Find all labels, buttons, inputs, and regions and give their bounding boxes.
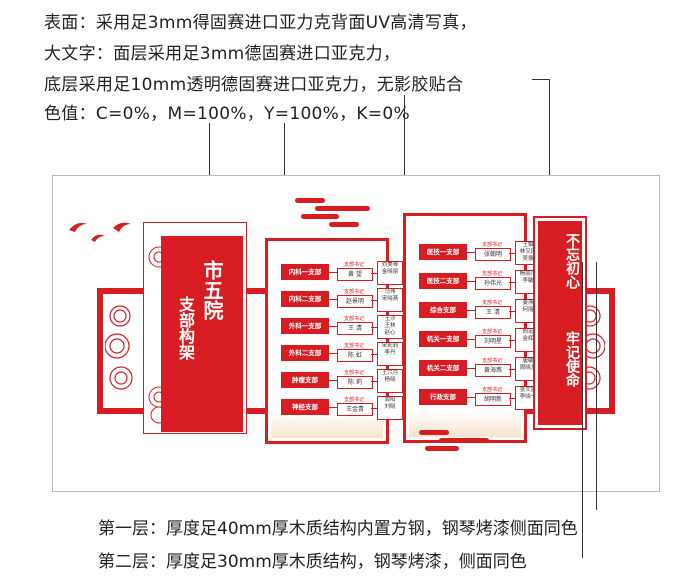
connector-line — [509, 282, 515, 283]
leader-line-right-h — [532, 79, 550, 80]
connector-line — [329, 407, 337, 408]
secretary-label: 支部书记 — [343, 343, 364, 349]
secretary-name: 胡明新 — [475, 393, 511, 406]
secretary-name: 孙伟光 — [475, 277, 511, 290]
cloud-pattern-left — [105, 305, 133, 390]
connector-line — [329, 380, 337, 381]
dept-label: 机关一支部 — [419, 331, 467, 347]
dept-label: 神经支部 — [281, 399, 329, 415]
right-panel-rows: 医技一支部支部书记张翰明王娟 林又琛 吴振医技二支部支部书记孙伟光杨丽萍 李敏综… — [411, 241, 541, 424]
leader-line-right-v — [549, 79, 550, 219]
middle-panel-landscape — [271, 412, 383, 438]
board-title: 市五院 — [200, 260, 224, 320]
secretary-name: 王 清 — [475, 306, 511, 319]
member-names: 宋莉莉 李丹 — [377, 342, 403, 366]
spec-color-value: 色值：C=0%，M=100%，Y=100%，K=0% — [44, 104, 410, 124]
dept-label: 医技一支部 — [419, 244, 467, 260]
dept-label: 内科一支部 — [281, 264, 329, 280]
member-names: 马伟 宋晓燕 — [377, 288, 403, 312]
secretary-name: 陈 莉 — [337, 376, 373, 389]
secretary-label: 支部书记 — [481, 242, 502, 248]
member-names: 王六月 杨晓 — [377, 369, 403, 393]
connector-line — [467, 368, 475, 369]
leader-line-layer2 — [582, 262, 583, 558]
secretary-label: 支部书记 — [481, 358, 502, 364]
secretary-name: 王金青 — [337, 403, 373, 416]
connector-line — [371, 354, 377, 355]
secretary-label: 支部书记 — [343, 316, 364, 322]
secretary-name: 张翰明 — [475, 248, 511, 261]
note-layer2: 第二层：厚度足30mm厚木质结构，钢琴烤漆，侧面同色 — [98, 552, 527, 572]
secretary-label: 支部书记 — [481, 271, 502, 277]
birds-icon — [69, 222, 131, 242]
spec-bottom-layer: 底层采用足10mm透明德固赛进口亚克力，无影胶贴合 — [44, 75, 464, 95]
dept-label: 综合支部 — [419, 302, 467, 318]
dept-label: 机关二支部 — [419, 360, 467, 376]
slogan-right: 牢记使命 — [564, 331, 580, 387]
connector-line — [509, 311, 515, 312]
leader-line-surface — [209, 123, 210, 225]
connector-line — [509, 398, 515, 399]
connector-line — [509, 369, 515, 370]
connector-line — [329, 326, 337, 327]
connector-line — [371, 381, 377, 382]
member-names: 王沙 王林 赵心 — [377, 315, 403, 339]
dept-label: 行政支部 — [419, 389, 467, 405]
connector-line — [329, 353, 337, 354]
leader-line-bottom — [404, 95, 405, 245]
leader-line-layer1 — [596, 262, 597, 510]
slogan-left: 不忘初心 — [564, 233, 580, 289]
secretary-name: 王 清 — [337, 322, 373, 335]
dept-label: 肿瘤支部 — [281, 372, 329, 388]
dept-label: 医技二支部 — [419, 273, 467, 289]
wall-area: 市五院 支部构架 内科一支部支部书记黄 望刘美琴 金晓丽内科二支部支部书记赵景明… — [52, 175, 660, 492]
cloud-decoration-bottom — [419, 430, 489, 451]
connector-line — [509, 340, 515, 341]
connector-line — [371, 327, 377, 328]
dept-label: 外科一支部 — [281, 318, 329, 334]
middle-panel-rows: 内科一支部支部书记黄 望刘美琴 金晓丽内科二支部支部书记赵景明马伟 宋晓燕外科一… — [273, 261, 403, 434]
connector-line — [467, 310, 475, 311]
dept-label: 内科二支部 — [281, 291, 329, 307]
connector-line — [467, 281, 475, 282]
secretary-label: 支部书记 — [481, 329, 502, 335]
left-end-cap — [97, 288, 103, 414]
secretary-label: 支部书记 — [343, 370, 364, 376]
connector-line — [329, 299, 337, 300]
member-names: 周阳 刘晓 — [377, 396, 403, 420]
spec-big-text: 大文字：面层采用足3mm德固赛进口亚克力， — [44, 44, 401, 64]
secretary-name: 陈 虹 — [337, 349, 373, 362]
secretary-label: 支部书记 — [481, 300, 502, 306]
connector-line — [467, 339, 475, 340]
connector-line — [371, 300, 377, 301]
dept-label: 外科二支部 — [281, 345, 329, 361]
connector-line — [509, 253, 515, 254]
spec-surface: 表面：采用足3mm得固赛进口亚力克背面UV高清写真， — [44, 13, 477, 33]
connector-line — [371, 273, 377, 274]
slogan-board: 不忘初心 牢记使命 — [533, 216, 587, 430]
right-end-cap — [609, 288, 615, 414]
secretary-name: 黄海燕 — [475, 364, 511, 377]
note-layer1: 第一层：厚度足40mm厚木质结构内置方钢，钢琴烤漆侧面同色 — [98, 519, 578, 539]
secretary-name: 刘明星 — [475, 335, 511, 348]
connector-line — [467, 252, 475, 253]
secretary-name: 黄 望 — [337, 268, 373, 281]
board-subtitle: 支部构架 — [176, 296, 195, 360]
connector-line — [467, 397, 475, 398]
secretary-label: 支部书记 — [343, 262, 364, 268]
secretary-label: 支部书记 — [481, 387, 502, 393]
connector-line — [329, 272, 337, 273]
left-board: 市五院 支部构架 — [161, 236, 243, 432]
member-names: 刘美琴 金晓丽 — [377, 261, 403, 285]
secretary-label: 支部书记 — [343, 397, 364, 403]
secretary-label: 支部书记 — [343, 289, 364, 295]
connector-line — [371, 408, 377, 409]
cloud-decoration-top — [295, 198, 370, 227]
secretary-name: 赵景明 — [337, 295, 373, 308]
